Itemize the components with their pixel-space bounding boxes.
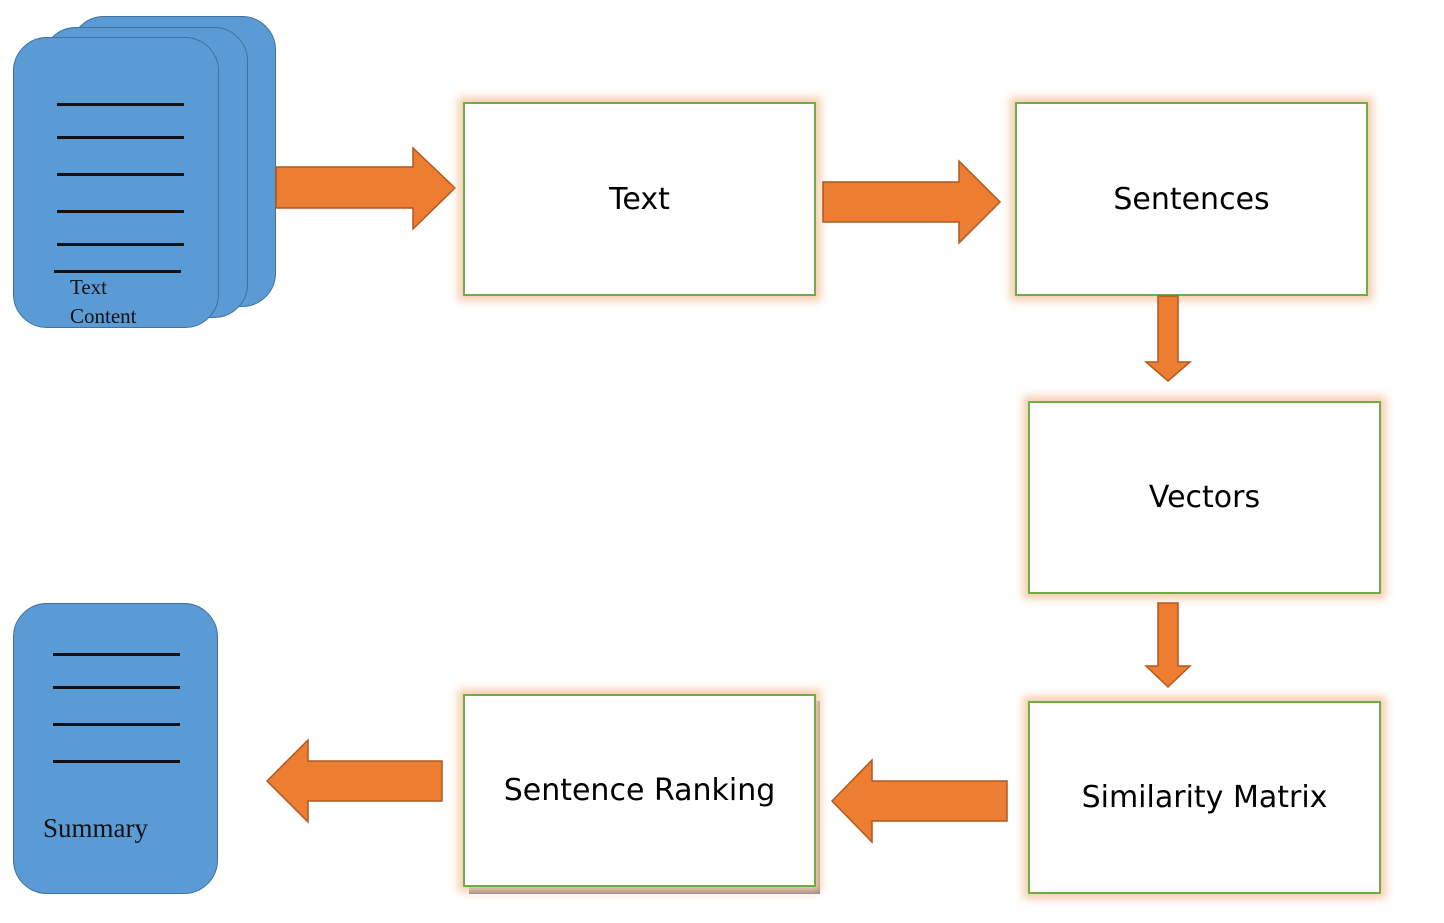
step-sentences-box: Sentences: [1015, 102, 1368, 296]
step-sentence-ranking-label: Sentence Ranking: [503, 773, 776, 808]
input-document-label: Text Content: [70, 273, 137, 331]
input-document-label-line1: Text: [70, 275, 108, 299]
document-text-line: [57, 103, 184, 106]
step-sentence-ranking-box: Sentence Ranking: [463, 694, 816, 887]
step-similarity-matrix-box: Similarity Matrix: [1028, 701, 1381, 894]
document-text-line: [57, 243, 184, 246]
step-text-label: Text: [609, 181, 670, 217]
document-text-line: [53, 653, 180, 656]
document-sheet-front: Text Content: [13, 37, 219, 328]
document-text-line: [57, 210, 184, 213]
document-text-line: [53, 723, 180, 726]
document-text-line: [54, 270, 181, 273]
document-text-line: [53, 686, 180, 689]
document-text-line: [57, 136, 184, 139]
input-document-stack: Text Content: [0, 0, 290, 340]
step-similarity-matrix-label: Similarity Matrix: [1081, 780, 1328, 815]
step-sentences-label: Sentences: [1113, 181, 1270, 217]
summary-document: Summary: [13, 603, 218, 894]
step-vectors-label: Vectors: [1148, 480, 1261, 515]
input-document-label-line2: Content: [70, 304, 137, 328]
step-vectors-box: Vectors: [1028, 401, 1381, 594]
summary-document-label: Summary: [43, 813, 148, 843]
document-text-line: [57, 173, 184, 176]
step-text-box: Text: [463, 102, 816, 296]
document-text-line: [53, 760, 180, 763]
